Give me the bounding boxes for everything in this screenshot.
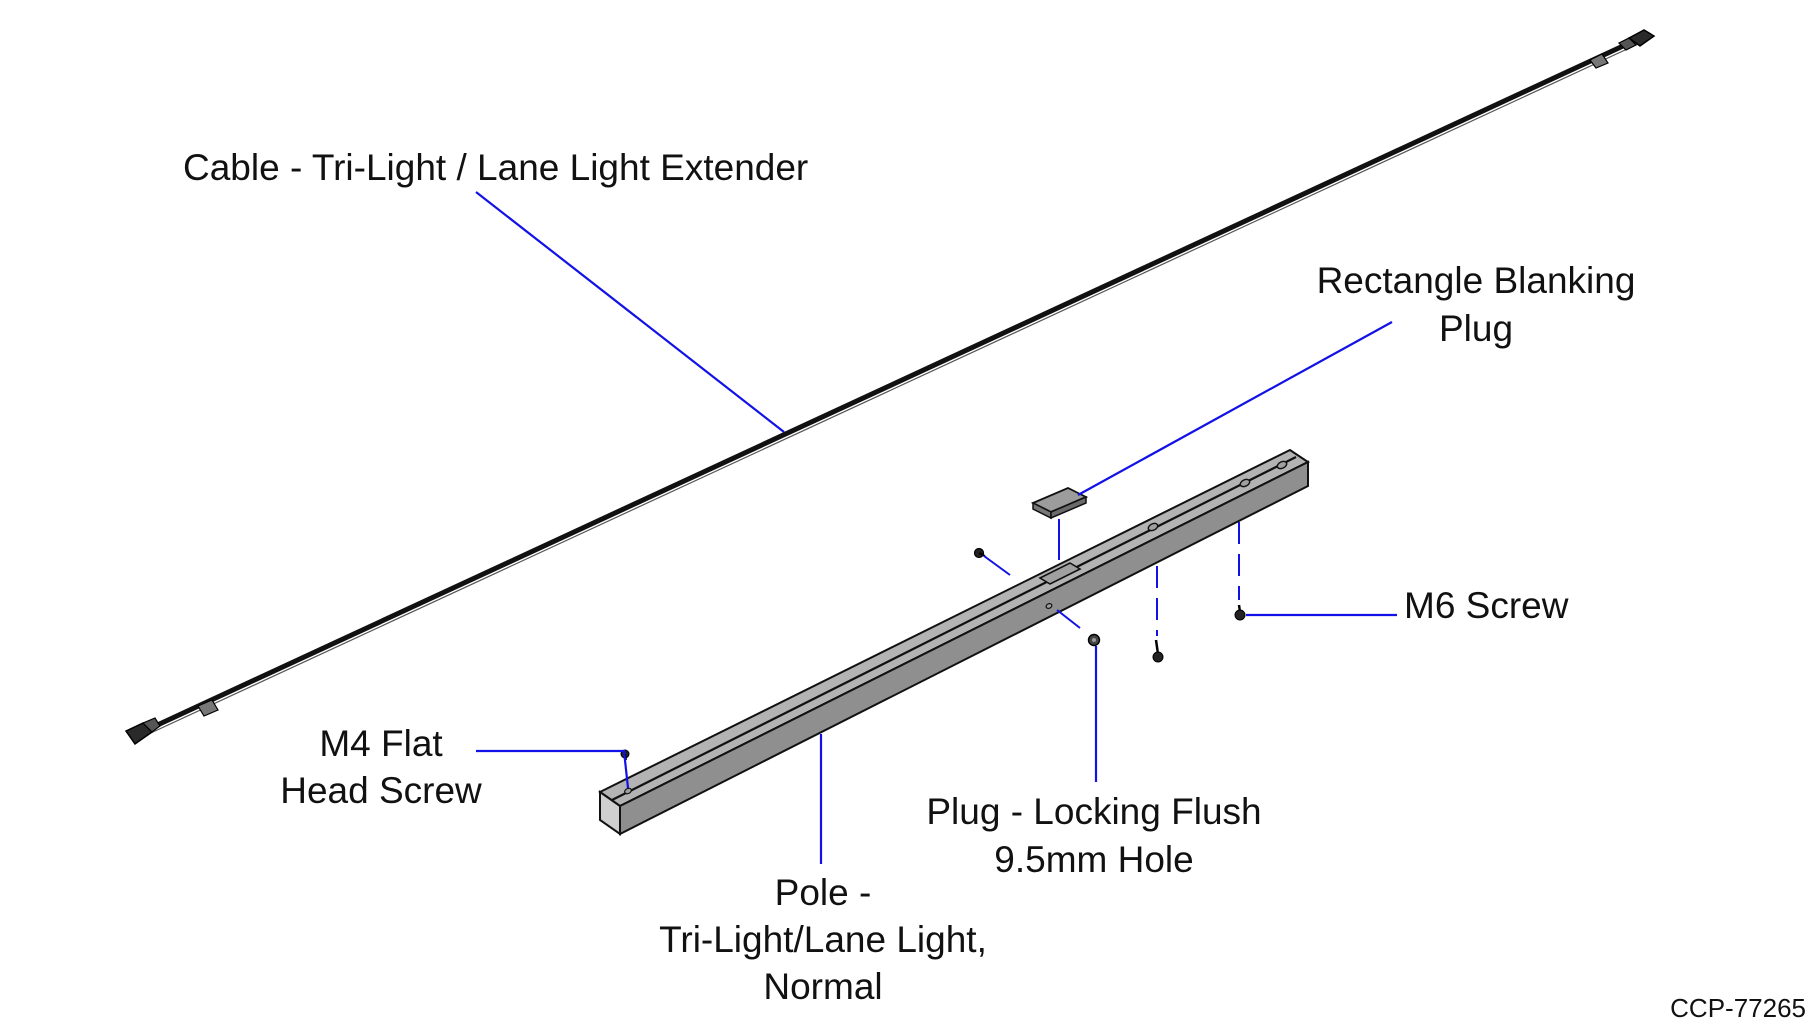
- blanking-plug-label: Rectangle Blanking Plug: [1317, 260, 1636, 349]
- leader-cable: [475, 191, 785, 433]
- cable-clip-left: [197, 699, 219, 717]
- pole-label: Pole - Tri-Light/Lane Light, Normal: [659, 872, 987, 1007]
- cable-label: Cable - Tri-Light / Lane Light Extender: [183, 147, 808, 188]
- svg-text:Head Screw: Head Screw: [280, 770, 482, 811]
- svg-text:Normal: Normal: [763, 966, 882, 1007]
- pole-hole: [1276, 460, 1288, 470]
- leader-blanking-plug: [1077, 321, 1393, 496]
- pole-rect-opening: [1038, 562, 1082, 585]
- svg-text:9.5mm Hole: 9.5mm Hole: [994, 839, 1193, 880]
- svg-text:Tri-Light/Lane Light,: Tri-Light/Lane Light,: [659, 919, 987, 960]
- pole-hole: [1147, 522, 1159, 532]
- locking-flush-plug-part: [1087, 633, 1101, 647]
- locking-flush-plug-label: Plug - Locking Flush 9.5mm Hole: [926, 791, 1261, 880]
- m6-screw-label: M6 Screw: [1404, 585, 1569, 626]
- cable-connector-left: [124, 717, 161, 746]
- cable-clip-right: [1589, 53, 1609, 69]
- m6-screw-part: [1234, 604, 1246, 621]
- small-screw-part: [973, 547, 986, 559]
- svg-text:Plug - Locking Flush: Plug - Locking Flush: [926, 791, 1261, 832]
- svg-text:M4 Flat: M4 Flat: [319, 723, 443, 764]
- pole-hole: [624, 787, 632, 795]
- cable-connector-right: [1617, 29, 1656, 51]
- rectangle-blanking-plug-part: [1030, 487, 1089, 520]
- pole-hole: [1045, 603, 1053, 609]
- m6-screw-part: [1152, 639, 1164, 663]
- leader-m4-screw: [476, 749, 630, 789]
- m4-flat-head-screw-label: M4 Flat Head Screw: [280, 723, 482, 811]
- leader-lines: [475, 191, 1397, 864]
- svg-text:Plug: Plug: [1439, 308, 1513, 349]
- assembly-axis-locking-plug: [1056, 609, 1081, 629]
- svg-text:Pole -: Pole -: [775, 872, 872, 913]
- pole-part: [598, 448, 1310, 836]
- cable-part: [124, 29, 1656, 746]
- svg-text:Rectangle Blanking: Rectangle Blanking: [1317, 260, 1636, 301]
- assembly-axis-small-screw: [983, 555, 1011, 576]
- figure-reference-id: CCP-77265: [1670, 993, 1806, 1021]
- pole-hole: [1239, 478, 1251, 488]
